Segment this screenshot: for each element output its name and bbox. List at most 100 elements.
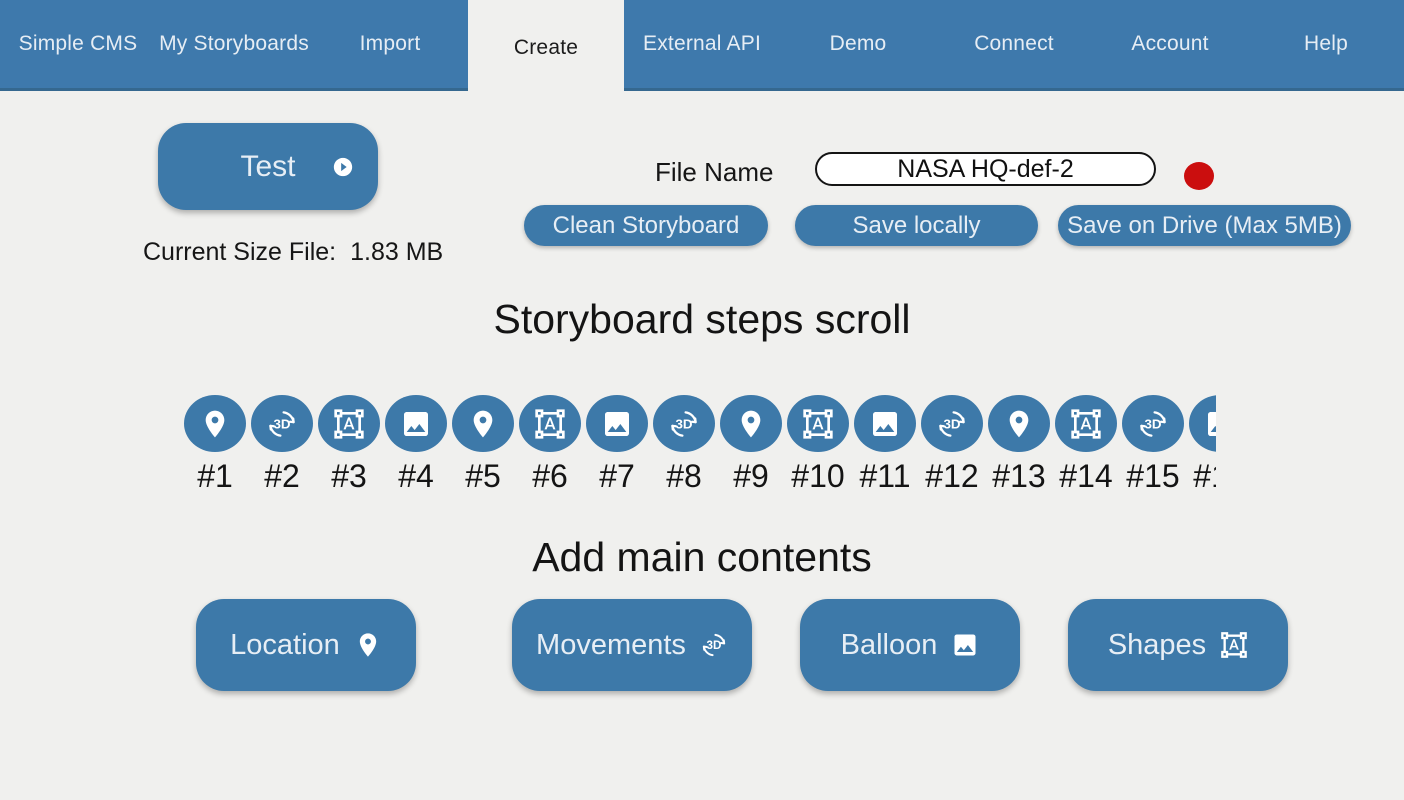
3d-icon: [936, 408, 968, 440]
image-icon: [400, 408, 432, 440]
place-icon: [1003, 408, 1035, 440]
step-circle-12[interactable]: [921, 395, 983, 452]
storyboard-step: #10: [787, 395, 849, 495]
step-circle-14[interactable]: [1055, 395, 1117, 452]
shapes-icon: [1070, 408, 1102, 440]
step-circle-3[interactable]: [318, 395, 380, 452]
save-locally-button[interactable]: Save locally: [795, 205, 1038, 246]
save-locally-label: Save locally: [852, 211, 981, 239]
nav-item-my-storyboards[interactable]: My Storyboards: [156, 0, 312, 88]
storyboard-step: #6: [519, 395, 581, 495]
step-label: #16: [1193, 458, 1216, 494]
nav-item-label: Create: [513, 35, 579, 59]
test-button[interactable]: Test: [158, 123, 378, 210]
step-label: #11: [859, 458, 911, 494]
shapes-icon: [1220, 631, 1248, 659]
3d-icon: [668, 408, 700, 440]
add-location-button[interactable]: Location: [196, 599, 416, 691]
place-icon: [199, 408, 231, 440]
add-button-label: Movements: [536, 628, 686, 661]
storyboard-step: #3: [318, 395, 380, 495]
storyboard-step: #16: [1189, 395, 1216, 495]
add-button-label: Location: [230, 628, 340, 661]
image-icon: [951, 631, 979, 659]
add-shapes-button[interactable]: Shapes: [1068, 599, 1288, 691]
nav-item-label: Demo: [829, 32, 887, 55]
storyboard-step: #14: [1055, 395, 1117, 495]
nav-item-demo[interactable]: Demo: [780, 0, 936, 88]
step-label: #5: [465, 458, 501, 494]
storyboard-step: #7: [586, 395, 648, 495]
step-label: #9: [733, 458, 769, 494]
step-circle-7[interactable]: [586, 395, 648, 452]
current-size-label: Current Size File:: [143, 238, 337, 266]
nav-item-external-api[interactable]: External API: [624, 0, 780, 88]
image-icon: [1204, 408, 1216, 440]
clean-storyboard-label: Clean Storyboard: [552, 211, 740, 239]
step-label: #10: [791, 458, 845, 494]
storyboard-step: #1: [184, 395, 246, 495]
step-circle-11[interactable]: [854, 395, 916, 452]
step-circle-13[interactable]: [988, 395, 1050, 452]
add-movements-button[interactable]: Movements: [512, 599, 752, 691]
step-circle-5[interactable]: [452, 395, 514, 452]
nav-item-connect[interactable]: Connect: [936, 0, 1092, 88]
3d-icon: [700, 631, 728, 659]
nav-item-account[interactable]: Account: [1092, 0, 1248, 88]
place-icon: [735, 408, 767, 440]
nav-item-create[interactable]: Create: [468, 0, 624, 95]
save-on-drive-label: Save on Drive (Max 5MB): [1067, 211, 1342, 239]
file-name-input[interactable]: [815, 152, 1156, 186]
step-circle-15[interactable]: [1122, 395, 1184, 452]
step-circle-2[interactable]: [251, 395, 313, 452]
storyboard-step: #9: [720, 395, 782, 495]
storyboard-steps-scroller[interactable]: #1#2#3#4#5#6#7#8#9#10#11#12#13#14#15#16: [184, 395, 1216, 495]
step-circle-8[interactable]: [653, 395, 715, 452]
step-circle-16[interactable]: [1189, 395, 1216, 452]
step-label: #7: [599, 458, 635, 494]
storyboard-step: #15: [1122, 395, 1184, 495]
add-button-label: Shapes: [1107, 628, 1207, 661]
step-label: #2: [264, 458, 300, 494]
play-circle-icon: [332, 156, 354, 178]
add-button-label: Balloon: [840, 628, 938, 661]
nav-item-import[interactable]: Import: [312, 0, 468, 88]
nav-item-simple-cms[interactable]: Simple CMS: [0, 0, 156, 88]
3d-icon: [266, 408, 298, 440]
step-label: #6: [532, 458, 568, 494]
storyboard-step: #4: [385, 395, 447, 495]
nav-bar: Simple CMS My Storyboards Import Create Exte…: [0, 0, 1404, 95]
storyboard-steps-heading: Storyboard steps scroll: [493, 296, 911, 342]
file-name-label: File Name: [655, 157, 774, 187]
nav-item-label: Simple CMS: [18, 32, 138, 55]
place-icon: [467, 408, 499, 440]
current-size-value: 1.83 MB: [350, 238, 444, 266]
test-button-label: Test: [240, 149, 296, 183]
nav-item-label: My Storyboards: [159, 32, 309, 55]
step-label: #3: [331, 458, 367, 494]
step-label: #13: [992, 458, 1046, 494]
add-main-contents-heading: Add main contents: [532, 534, 872, 580]
storyboard-step: #5: [452, 395, 514, 495]
save-on-drive-button[interactable]: Save on Drive (Max 5MB): [1058, 205, 1351, 246]
clean-storyboard-button[interactable]: Clean Storyboard: [524, 205, 768, 246]
nav-item-label: Connect: [974, 32, 1054, 55]
record-status-dot: [1184, 162, 1214, 190]
nav-item-label: Help: [1304, 32, 1348, 55]
step-circle-1[interactable]: [184, 395, 246, 452]
step-circle-6[interactable]: [519, 395, 581, 452]
current-size-line: Current Size File: 1.83 MB: [143, 238, 443, 267]
shapes-icon: [534, 408, 566, 440]
nav-item-label: External API: [643, 32, 761, 55]
image-icon: [601, 408, 633, 440]
shapes-icon: [802, 408, 834, 440]
nav-item-help[interactable]: Help: [1248, 0, 1404, 88]
nav-item-label: Import: [359, 32, 421, 55]
step-circle-10[interactable]: [787, 395, 849, 452]
step-circle-9[interactable]: [720, 395, 782, 452]
step-circle-4[interactable]: [385, 395, 447, 452]
shapes-icon: [333, 408, 365, 440]
add-balloon-button[interactable]: Balloon: [800, 599, 1020, 691]
step-label: #8: [666, 458, 702, 494]
